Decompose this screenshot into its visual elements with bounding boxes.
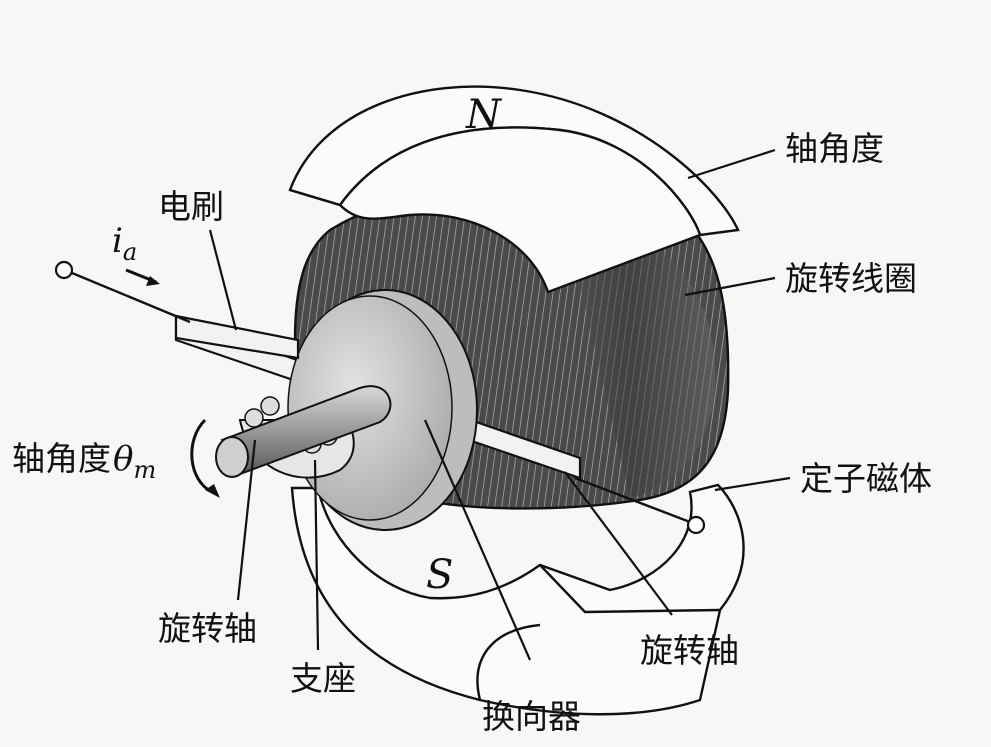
label-shaft-angle-top: 轴角度 [785, 129, 884, 168]
north-pole-label: N [465, 92, 503, 138]
label-shaft-angle-left: 轴角度θm [12, 439, 156, 484]
label-rotor-coil: 旋转线圈 [785, 259, 917, 298]
input-lead [56, 262, 190, 322]
label-stator-magnet: 定子磁体 [800, 459, 932, 498]
current-symbol: ia [112, 221, 137, 266]
label-brush: 电刷 [158, 187, 224, 226]
south-pole-label: S [426, 552, 453, 598]
label-rotating-shaft-left: 旋转轴 [158, 609, 257, 648]
current-arrow-icon [126, 270, 160, 286]
label-commutator: 换向器 [482, 697, 581, 736]
label-bearing: 支座 [290, 659, 356, 698]
label-rotating-shaft-right: 旋转轴 [640, 631, 739, 670]
